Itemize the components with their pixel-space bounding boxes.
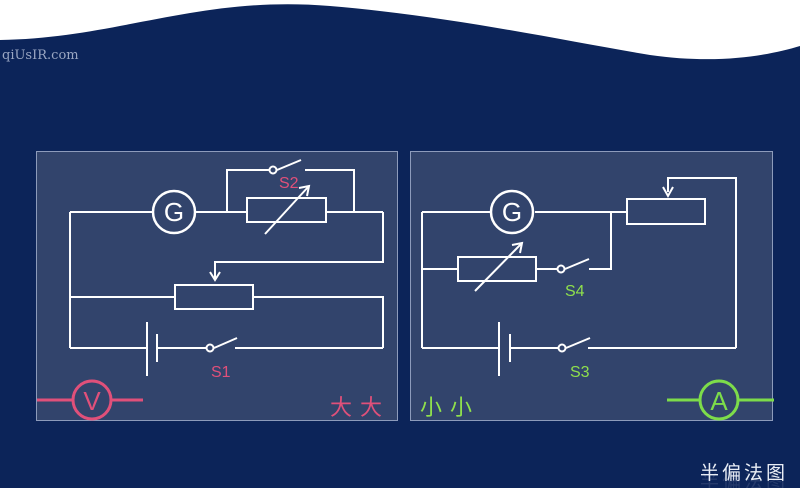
voltmeter-label: V [83, 386, 101, 416]
left-measurement-note: 大大 [330, 396, 391, 421]
watermark-text: qiUsIR.com [2, 48, 79, 63]
page-title: 半偏法图 [699, 462, 788, 484]
ammeter-label: A [710, 386, 728, 416]
right-circuit-diagram: G S4 S3 A [421, 177, 774, 421]
right-measurement-note: 小小 [420, 396, 481, 421]
left-circuit-panel: G S2 S1 V [36, 151, 398, 421]
switch-s3-label: S3 [570, 364, 590, 381]
switch-s2-label: S2 [279, 175, 299, 192]
left-circuit-diagram: G S2 S1 V [37, 159, 384, 421]
galvanometer-label: G [164, 197, 184, 227]
galvanometer-right [489, 189, 535, 235]
galvanometer-label: G [502, 197, 522, 227]
header-wave [0, 0, 800, 60]
right-circuit-panel: G S4 S3 A [410, 151, 774, 421]
switch-s1-label: S1 [211, 364, 231, 381]
switch-s4-label: S4 [565, 283, 585, 300]
voltmeter-icon [71, 379, 113, 421]
ammeter-icon [698, 379, 740, 421]
galvanometer-left [151, 189, 197, 235]
